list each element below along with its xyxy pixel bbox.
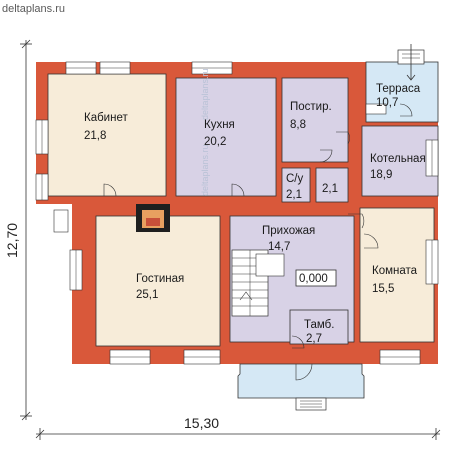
label-gostinaya-area: 25,1 bbox=[136, 289, 158, 301]
room-postir bbox=[281, 77, 349, 163]
watermark-2: deltaplans.ru bbox=[200, 144, 210, 196]
dimension-height: 12,70 bbox=[4, 223, 20, 258]
label-terrasa-area: 10,7 bbox=[376, 97, 398, 109]
room-kabinet bbox=[47, 73, 167, 197]
label-komnata-name: Комната bbox=[372, 265, 418, 277]
label-tamb-area: 2,7 bbox=[306, 333, 322, 345]
label-kabinet-name: Кабинет bbox=[84, 112, 128, 124]
room-kukhnya bbox=[175, 77, 277, 197]
watermark: deltaplans.ru bbox=[200, 68, 210, 120]
label-hall2-area: 2,1 bbox=[322, 183, 338, 195]
porch bbox=[237, 363, 365, 399]
label-kotelnaya-area: 18,9 bbox=[370, 169, 392, 181]
level-mark-box bbox=[295, 269, 337, 287]
level-mark: 0,000 bbox=[299, 273, 328, 285]
room-kotelnaya bbox=[361, 125, 439, 197]
room-gostinaya bbox=[95, 215, 221, 347]
label-terrasa-name: Терраса bbox=[376, 83, 421, 95]
doors bbox=[103, 103, 413, 381]
label-su-name: С/у bbox=[286, 173, 304, 185]
label-kukhnya-area: 20,2 bbox=[204, 136, 226, 148]
room-tamb bbox=[289, 309, 349, 345]
label-prikhozhaya-name: Прихожая bbox=[262, 225, 315, 237]
label-postir-area: 8,8 bbox=[290, 119, 306, 131]
dimension-lines bbox=[20, 39, 441, 440]
label-kukhnya-name: Кухня bbox=[204, 119, 235, 131]
label-tamb-name: Тамб. bbox=[304, 319, 334, 331]
label-gostinaya-name: Гостиная bbox=[136, 273, 184, 285]
label-su-area: 2,1 bbox=[286, 189, 302, 201]
label-postir-name: Постир. bbox=[290, 101, 332, 113]
site-label: deltaplans.ru bbox=[2, 3, 65, 15]
label-prikhozhaya-area: 14,7 bbox=[268, 241, 290, 253]
room-komnata bbox=[359, 207, 435, 343]
dimension-width: 15,30 bbox=[184, 415, 219, 431]
room-hall2 bbox=[315, 167, 349, 203]
label-kabinet-area: 21,8 bbox=[84, 130, 106, 142]
label-komnata-area: 15,5 bbox=[372, 283, 394, 295]
room-su bbox=[281, 167, 311, 203]
label-kotelnaya-name: Котельная bbox=[370, 153, 426, 165]
